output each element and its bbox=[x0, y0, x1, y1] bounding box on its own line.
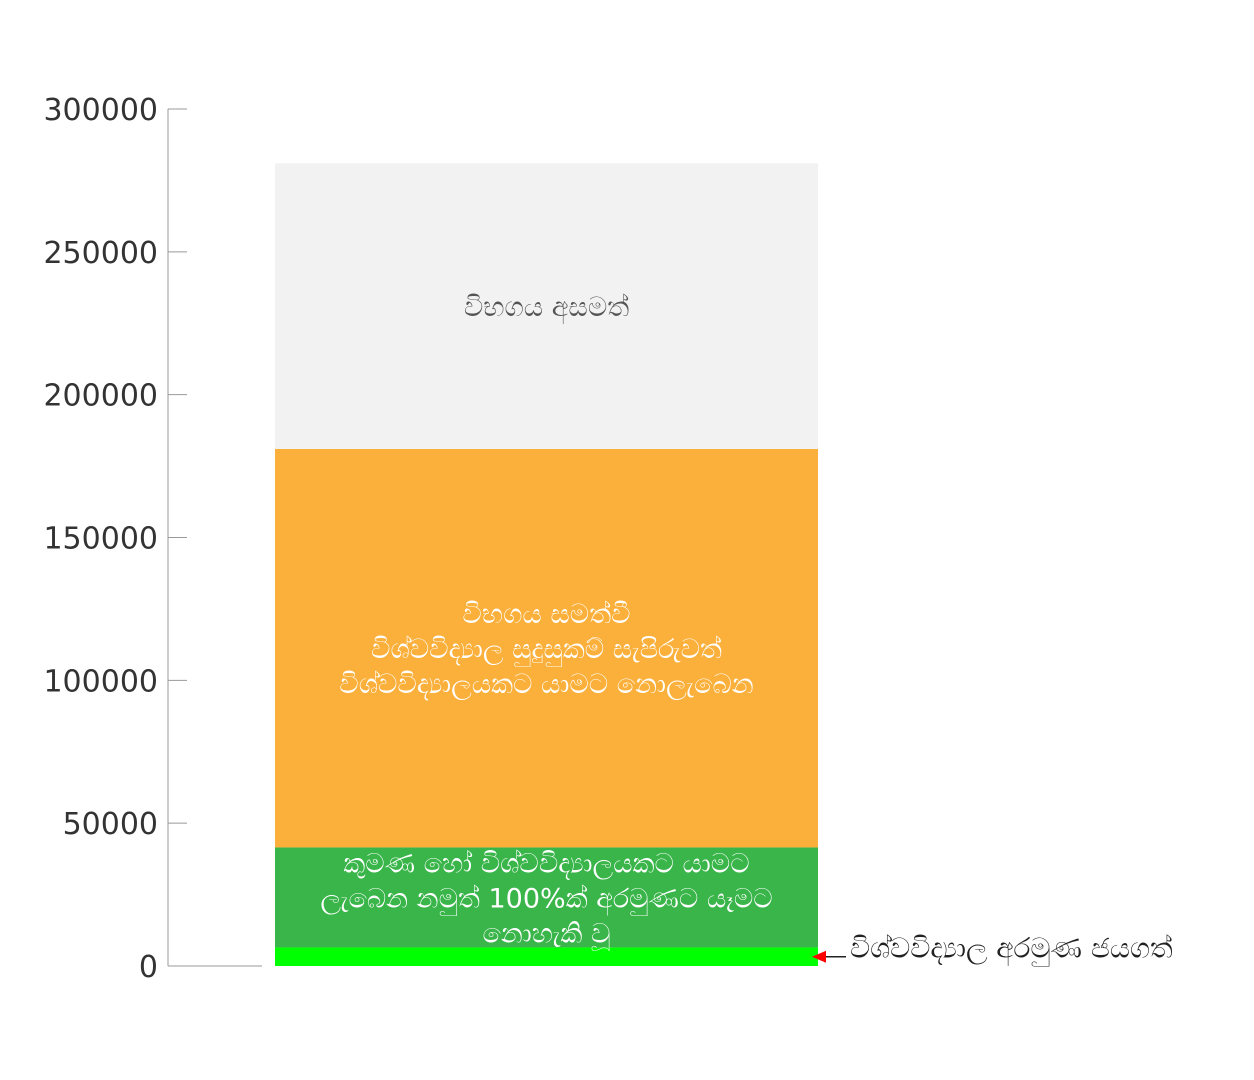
segment-labels: විශ්වවිද්‍යාල අරමුණ ජයගත් කුමණ හෝ විශ්වවි… bbox=[320, 292, 1173, 967]
bar-segment-passed-not-eligible bbox=[275, 448, 818, 848]
bar-segment-university-target-achieved bbox=[275, 947, 818, 966]
segment-label-eligible-target-not-achieved: ලැබෙන නමුත් 100%ක් අරමුණට යෑමට bbox=[320, 883, 772, 916]
callout-arrow-icon bbox=[812, 950, 826, 963]
callout-label-university-target-achieved: විශ්වවිද්‍යාල අරමුණ ජයගත් bbox=[850, 932, 1173, 967]
bar-segment-exam-failed bbox=[275, 163, 818, 449]
y-tick-label: 50000 bbox=[63, 807, 158, 842]
y-tick-label: 200000 bbox=[43, 379, 158, 414]
y-axis: 0 50000 100000 150000 200000 250000 300000 bbox=[43, 93, 262, 985]
bar-segment-eligible-target-not-achieved bbox=[275, 847, 818, 948]
segment-label-eligible-target-not-achieved: නොහැකි වූ bbox=[483, 918, 611, 950]
segment-label-passed-not-eligible: විශ්වවිද්‍යාලයකට යාමට නොලැබෙන bbox=[339, 669, 753, 700]
y-tick-label: 0 bbox=[139, 950, 158, 985]
y-tick-label: 150000 bbox=[43, 522, 158, 557]
bar-segments bbox=[275, 163, 818, 966]
segment-label-eligible-target-not-achieved: කුමණ හෝ විශ්වවිද්‍යාලයකට යාමට bbox=[343, 848, 749, 879]
y-tick-label: 100000 bbox=[43, 664, 158, 699]
y-tick-label: 300000 bbox=[43, 93, 158, 128]
y-tick-label: 250000 bbox=[43, 236, 158, 271]
segment-label-exam-failed: විභගය අසමත් bbox=[464, 292, 629, 325]
segment-label-passed-not-eligible: විශ්වවිද්‍යාල සුදුසුකම් සැපිරුවත් bbox=[371, 634, 722, 667]
segment-label-passed-not-eligible: විභගය සමත්වී bbox=[462, 599, 630, 630]
